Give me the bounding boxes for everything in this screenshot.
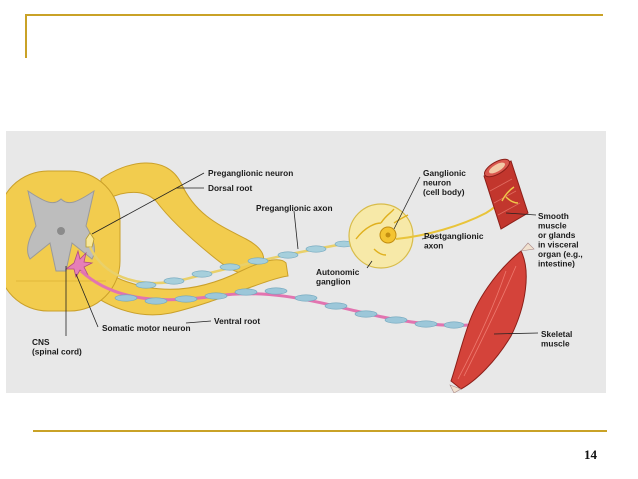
label-cns: CNS (spinal cord) — [32, 337, 82, 357]
preganglionic-neuron-body — [85, 232, 95, 248]
page-number: 14 — [584, 447, 597, 462]
label-skeletal-muscle: Skeletal muscle — [541, 329, 575, 349]
somatic-motor-neuron-body — [64, 249, 94, 279]
label-smooth-muscle: Smooth muscle or glands in visceral orga… — [538, 211, 585, 269]
label-postganglionic-axon: Postganglionic axon — [424, 231, 486, 251]
skeletal-muscle — [449, 242, 535, 394]
autonomic-somatic-diagram: Preganglionic neuron Dorsal root Pregang… — [0, 131, 606, 394]
bottom-rule — [33, 430, 607, 432]
spinal-cord — [0, 170, 121, 312]
somatic-axon — [79, 269, 472, 327]
autonomic-ganglion — [348, 203, 414, 269]
left-rule — [25, 14, 27, 58]
label-ventral-root: Ventral root — [214, 316, 260, 326]
somatic-axon-myelin — [114, 287, 465, 329]
label-somatic-motor-neuron: Somatic motor neuron — [102, 323, 191, 333]
leader-lines — [65, 172, 539, 336]
smooth-muscle-organ — [483, 158, 529, 230]
label-preganglionic-neuron: Preganglionic neuron — [208, 168, 293, 178]
top-rule — [25, 14, 603, 16]
label-autonomic-ganglion: Autonomic ganglion — [316, 267, 362, 287]
label-dorsal-root: Dorsal root — [208, 183, 252, 193]
preganglionic-axon-myelin — [135, 240, 354, 289]
label-preganglionic-axon: Preganglionic axon — [256, 203, 333, 213]
label-ganglionic-neuron: Ganglionic neuron (cell body) — [423, 168, 468, 197]
